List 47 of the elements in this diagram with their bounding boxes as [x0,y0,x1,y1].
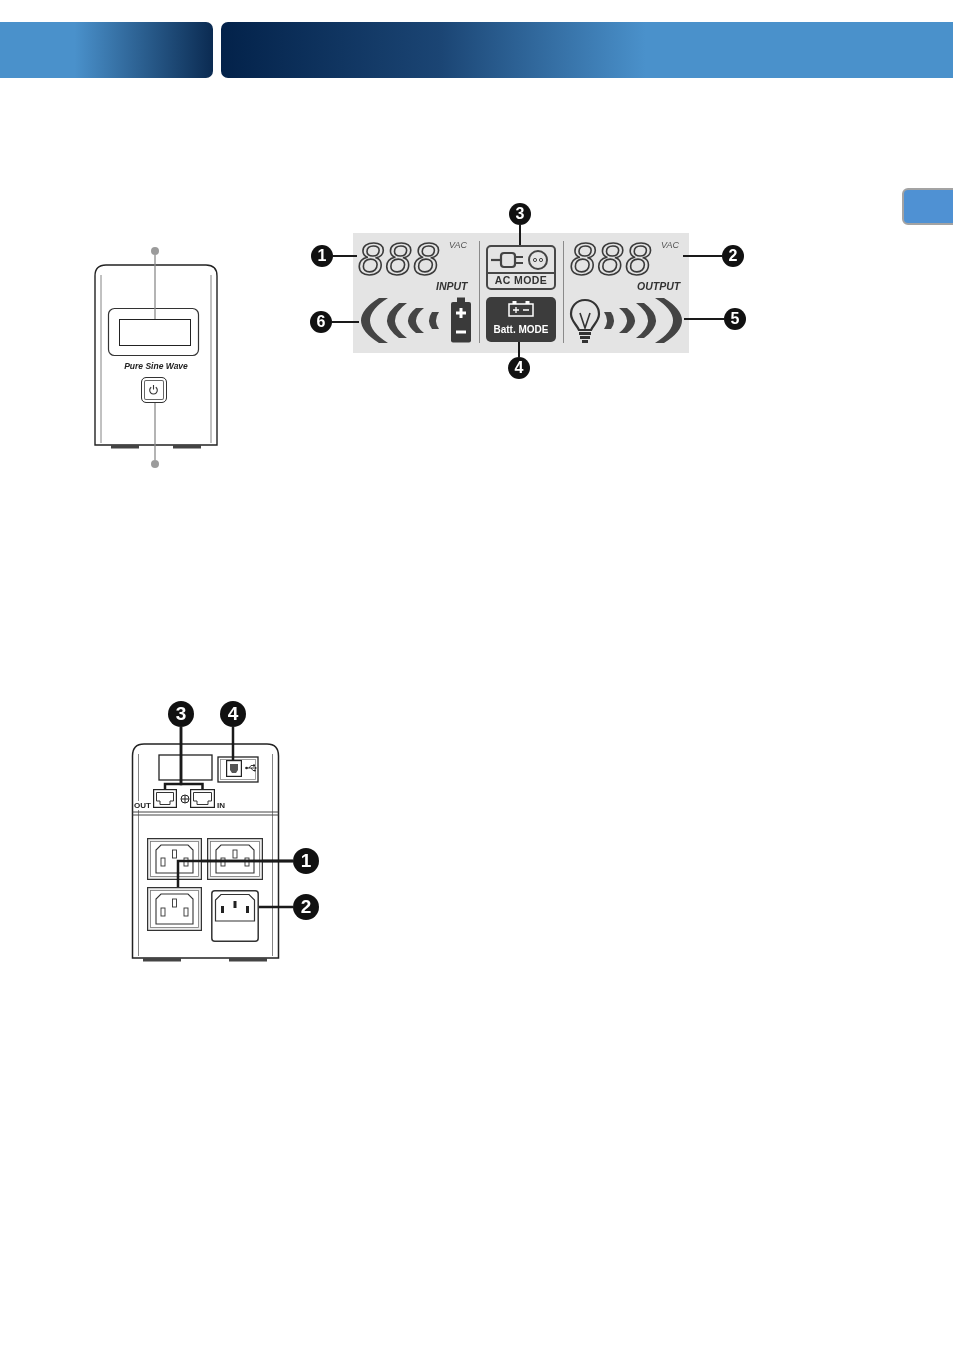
power-outlet [207,838,263,880]
callout-number: 2 [722,245,744,267]
network-port [153,789,177,808]
leader-line [683,318,725,320]
mode-indicator [486,297,556,342]
leader-line [231,727,235,760]
device-label: Pure Sine Wave [124,361,188,371]
power-inlet [211,890,259,942]
leader-line [176,859,293,887]
leader-line [332,255,358,257]
leader-line [331,321,360,323]
leader-line [519,224,521,246]
leader-line [518,341,520,358]
leader-line [682,255,723,257]
leader-line [179,727,204,789]
callout-number: 4 [220,701,246,727]
callout-number: 3 [168,701,194,727]
unit-label: VAC [449,240,467,250]
mode-label: AC MODE [494,274,548,286]
usb-port [226,760,242,777]
unit-label: VAC [661,240,679,250]
power-button [141,377,167,403]
callout-number: 2 [293,894,319,920]
leader-line [154,402,156,461]
leader-dot [151,460,159,468]
mode-indicator [486,245,556,290]
segment-digits: 888 [570,238,653,280]
callout-number: 1 [293,848,319,874]
network-port [190,789,215,808]
leader-line [259,905,293,909]
section-label: INPUT [436,280,468,292]
leader-dot [151,247,159,255]
callout-number: 1 [311,245,333,267]
mode-label: Batt. MODE [493,324,549,335]
callout-number: 5 [724,308,746,330]
power-outlet [147,838,202,880]
callout-number: 4 [508,357,530,379]
port-label: OUT [134,801,151,810]
section-label: OUTPUT [637,280,681,292]
callout-number: 6 [310,311,332,333]
leader-line [154,254,156,320]
segment-digits: 888 [358,238,441,280]
callout-number: 3 [509,203,531,225]
port-label: IN [217,801,225,810]
power-outlet [147,887,202,931]
lcd-panel [353,233,689,353]
lcd-screen [119,319,191,346]
